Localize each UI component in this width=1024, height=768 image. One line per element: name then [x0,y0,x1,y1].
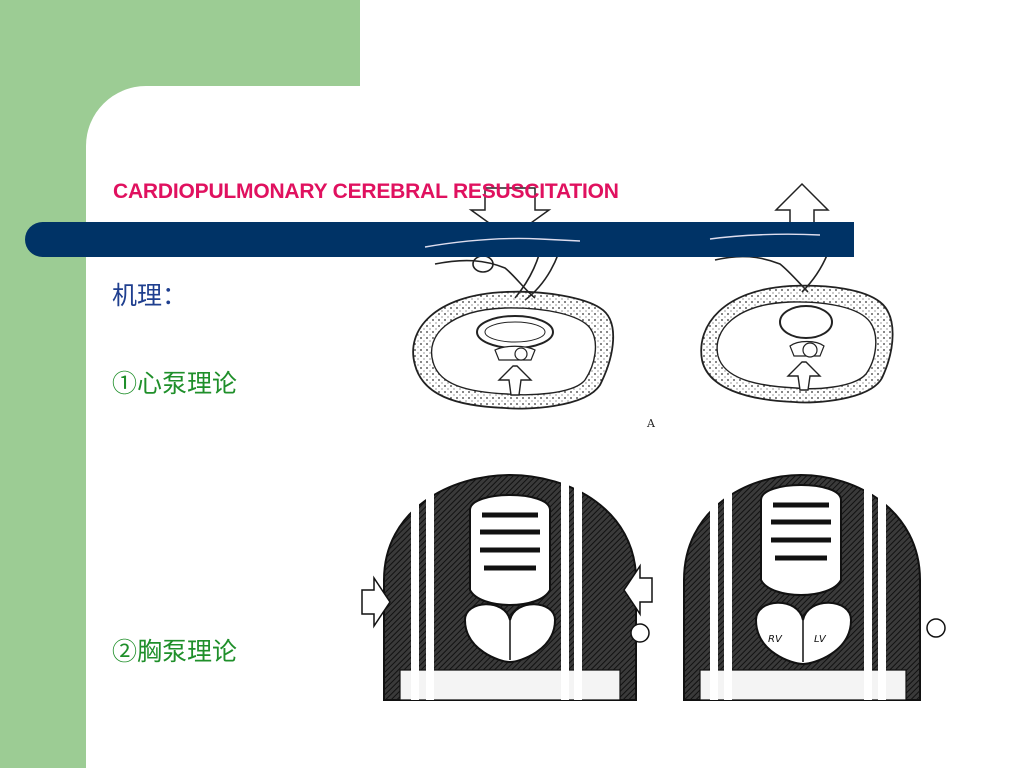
heart-pump-theory: ①心泵理论 [112,369,238,398]
thoracic-pump-compression-illustration [361,473,653,701]
chest-cross-section [412,290,615,410]
title-underline-bar [25,222,854,257]
chest-cross-section-expanded [700,284,894,404]
slide-title: CARDIOPULMONARY CEREBRAL RESUSCITATION [113,180,619,203]
hands-overlay [424,233,821,248]
mechanism-label: 机理： [112,281,188,310]
rv-label: RV [768,634,783,645]
thoracic-pump-release-illustration: RV LV [683,473,946,701]
cardiac-pump-illustration: A [412,187,656,430]
left-arrow-icon [623,563,653,617]
figure-panel-label: A [646,417,656,430]
right-arrow-icon [361,575,391,629]
lv-label: LV [814,634,827,645]
thoracic-pump-theory: ②胸泵理论 [112,637,238,666]
cardiac-pump-release-illustration [700,182,894,404]
